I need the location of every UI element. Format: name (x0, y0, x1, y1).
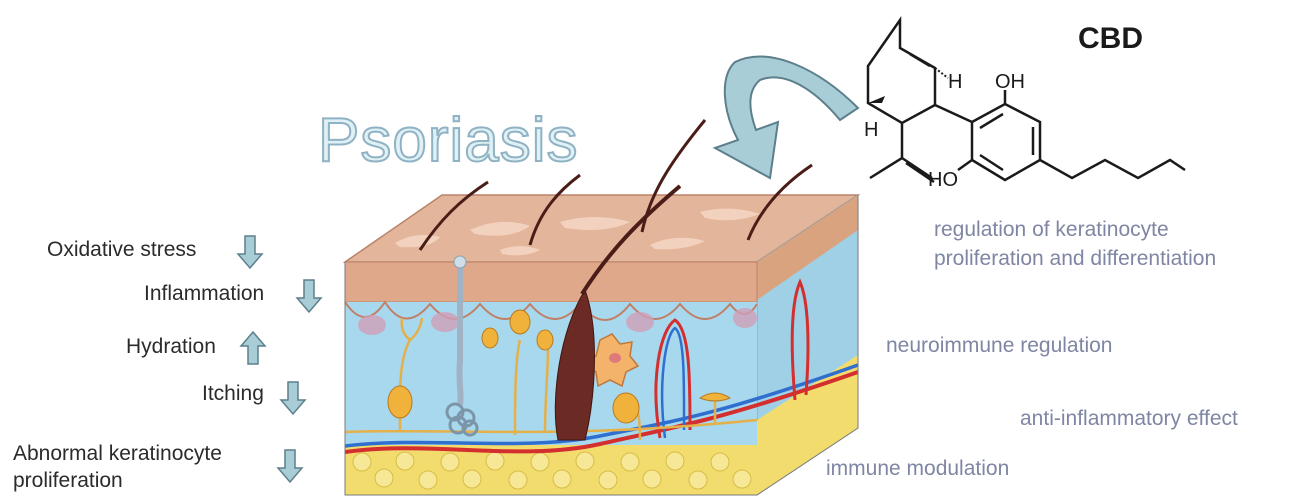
mechanism-label: regulation of keratinocyte (934, 218, 1169, 242)
mechanism-label: immune modulation (826, 457, 1009, 481)
mechanism-label: anti-inflammatory effect (1020, 407, 1238, 431)
arrow-up-icon (241, 332, 265, 364)
arrow-down-icon (238, 236, 262, 268)
arrow-down-icon (297, 280, 321, 312)
mechanism-label: neuroimmune regulation (886, 334, 1112, 358)
arrow-down-icon (281, 382, 305, 414)
mechanism-label-line2: proliferation and differentiation (934, 247, 1216, 271)
arrow-down-icon (278, 450, 302, 482)
